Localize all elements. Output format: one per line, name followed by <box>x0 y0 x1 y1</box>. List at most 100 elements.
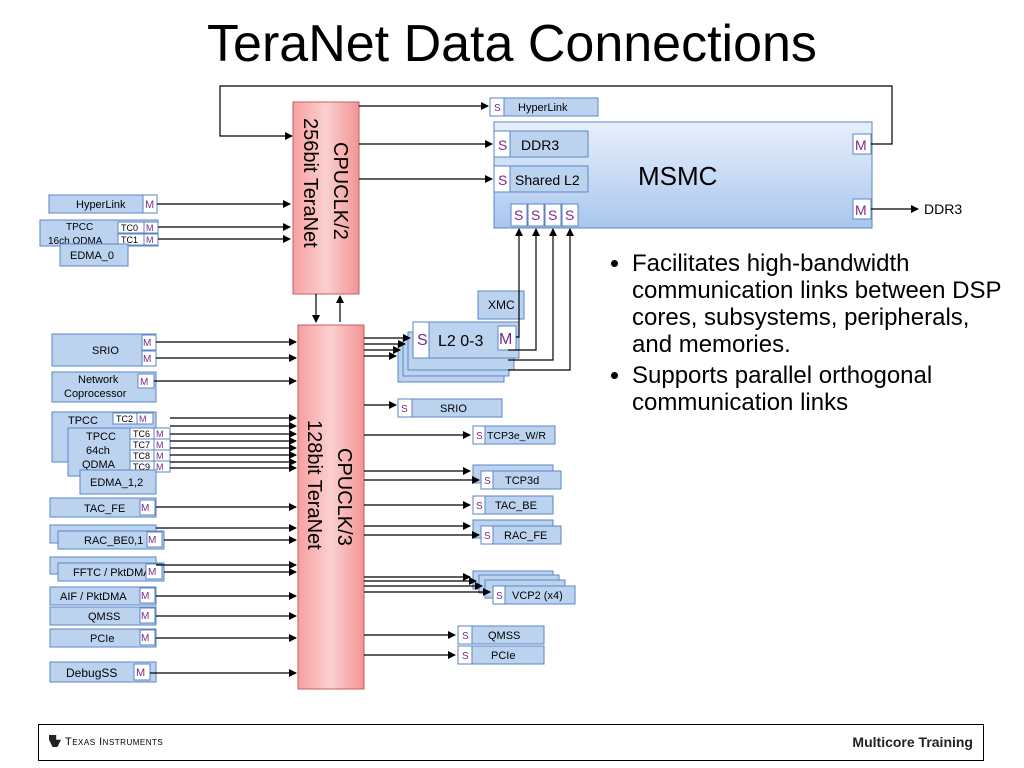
pcie-slave: S PCIe <box>457 645 545 665</box>
external-ddr3-label: DDR3 <box>924 201 962 217</box>
edma0-master: EDMA_0 <box>59 243 129 267</box>
svg-text:TC1: TC1 <box>121 235 138 245</box>
tac-fe-master: TAC_FE M <box>49 497 157 518</box>
debugss-master: DebugSS M <box>49 661 157 683</box>
svg-text:M: M <box>143 354 151 365</box>
svg-text:EDMA_0: EDMA_0 <box>70 250 114 262</box>
svg-text:S: S <box>417 332 428 349</box>
teranet-128bit <box>297 324 365 690</box>
hyperlink-master: M HyperLink <box>48 194 158 214</box>
svg-text:M: M <box>148 567 156 578</box>
ti-logo: Texas Instruments <box>49 735 163 748</box>
svg-text:S: S <box>565 207 574 223</box>
svg-text:HyperLink: HyperLink <box>76 199 126 211</box>
vcp2-slaves: S VCP2 (x4) <box>472 570 576 605</box>
ti-wordmark: Texas Instruments <box>65 736 164 748</box>
svg-text:Network: Network <box>78 374 119 386</box>
tac-be-slave: S TAC_BE <box>472 495 554 515</box>
msmc-label: MSMC <box>638 161 717 191</box>
svg-text:16ch QDMA: 16ch QDMA <box>48 236 103 247</box>
tpcc16-master: TPCC 16ch QDMA TC0 M TC1 M <box>39 219 159 247</box>
svg-text:TC7: TC7 <box>133 440 150 450</box>
svg-text:M: M <box>156 462 164 472</box>
svg-text:M: M <box>145 199 154 211</box>
tcp3d-slave: S TCP3d <box>472 464 562 490</box>
svg-text:QMSS: QMSS <box>88 611 120 623</box>
svg-text:TC6: TC6 <box>133 429 150 439</box>
svg-text:L2 0-3: L2 0-3 <box>438 333 483 350</box>
svg-text:M: M <box>140 377 148 388</box>
edma12-master: EDMA_1,2 <box>79 469 157 495</box>
svg-text:S: S <box>484 476 491 487</box>
svg-text:QMSS: QMSS <box>488 630 520 642</box>
svg-text:DebugSS: DebugSS <box>66 666 117 680</box>
svg-text:M: M <box>499 331 512 348</box>
svg-text:TPCC: TPCC <box>86 431 116 443</box>
msmc-ddr3-s-label: S <box>498 137 507 153</box>
svg-text:AIF / PktDMA: AIF / PktDMA <box>60 591 127 603</box>
svg-text:TPCC: TPCC <box>68 415 98 427</box>
svg-text:S: S <box>494 103 501 114</box>
bullet-item: Supports parallel orthogonal communicati… <box>632 362 1008 416</box>
l2-slaves: S L2 0-3 M <box>397 321 520 383</box>
svg-text:TC2: TC2 <box>116 414 133 424</box>
svg-text:M: M <box>855 202 867 218</box>
svg-text:S: S <box>476 431 483 442</box>
rac-be-master: RAC_BE0,1 M <box>49 524 165 550</box>
svg-text:M: M <box>156 440 164 450</box>
svg-text:M: M <box>146 235 154 245</box>
svg-text:M: M <box>139 414 147 424</box>
svg-text:RAC_BE0,1: RAC_BE0,1 <box>84 535 143 547</box>
svg-text:M: M <box>141 503 149 514</box>
svg-text:TAC_FE: TAC_FE <box>84 503 125 515</box>
ti-logo-icon <box>49 735 61 747</box>
svg-text:SRIO: SRIO <box>440 403 467 415</box>
svg-text:M: M <box>156 429 164 439</box>
svg-text:S: S <box>401 404 408 415</box>
msmc-l2-s-label: S <box>498 172 507 188</box>
svg-text:XMC: XMC <box>488 298 515 312</box>
network-coprocessor-master: Network Coprocessor M <box>51 371 157 403</box>
svg-text:S: S <box>462 631 469 642</box>
srio-master: SRIO M M <box>51 333 157 367</box>
svg-text:PCIe: PCIe <box>90 633 114 645</box>
teranet-256-line2: 256bit TeraNet <box>299 118 321 248</box>
msmc-shared-l2-label: Shared L2 <box>515 172 580 188</box>
svg-text:VCP2 (x4): VCP2 (x4) <box>512 590 563 602</box>
svg-text:M: M <box>141 591 149 602</box>
tpcc64-masters: TPCC TPCC 64ch QDMA TC2 M TC6 M TC7 M TC… <box>51 411 171 477</box>
svg-text:TCP3e_W/R: TCP3e_W/R <box>487 430 546 442</box>
svg-text:TAC_BE: TAC_BE <box>495 500 537 512</box>
bullet-item: Facilitates high-bandwidth communication… <box>632 250 1008 358</box>
svg-text:S: S <box>531 207 540 223</box>
svg-text:TPCC: TPCC <box>66 222 93 233</box>
svg-text:M: M <box>148 535 156 546</box>
teranet-128-line1: CPUCLK/3 <box>333 448 355 546</box>
bullet-list: Facilitates high-bandwidth communication… <box>608 250 1008 420</box>
svg-text:M: M <box>156 451 164 461</box>
teranet-256bit <box>292 101 360 295</box>
footer-title: Multicore Training <box>852 734 973 750</box>
pcie-master: PCIe M <box>49 628 157 648</box>
fftc-master: FFTC / PktDMA M <box>49 556 165 582</box>
svg-text:TC8: TC8 <box>133 451 150 461</box>
svg-text:FFTC / PktDMA: FFTC / PktDMA <box>73 567 151 579</box>
svg-text:S: S <box>496 591 503 602</box>
slide-title: TeraNet Data Connections <box>207 15 817 73</box>
svg-text:M: M <box>146 223 154 233</box>
svg-text:M: M <box>141 611 149 622</box>
srio-slave: S SRIO <box>397 398 503 418</box>
svg-text:TC9: TC9 <box>133 462 150 472</box>
svg-text:M: M <box>136 667 145 679</box>
rac-fe-slave: S RAC_FE <box>472 519 562 545</box>
svg-text:EDMA_1,2: EDMA_1,2 <box>90 477 143 489</box>
svg-text:64ch: 64ch <box>86 445 110 457</box>
footer-bar: Texas Instruments Multicore Training <box>38 724 984 761</box>
svg-text:HyperLink: HyperLink <box>518 102 568 114</box>
svg-text:TCP3d: TCP3d <box>505 475 539 487</box>
svg-text:RAC_FE: RAC_FE <box>504 530 547 542</box>
svg-text:S: S <box>476 501 483 512</box>
teranet-128-line2: 128bit TeraNet <box>303 420 325 550</box>
svg-text:M: M <box>855 137 867 153</box>
svg-text:S: S <box>462 651 469 662</box>
